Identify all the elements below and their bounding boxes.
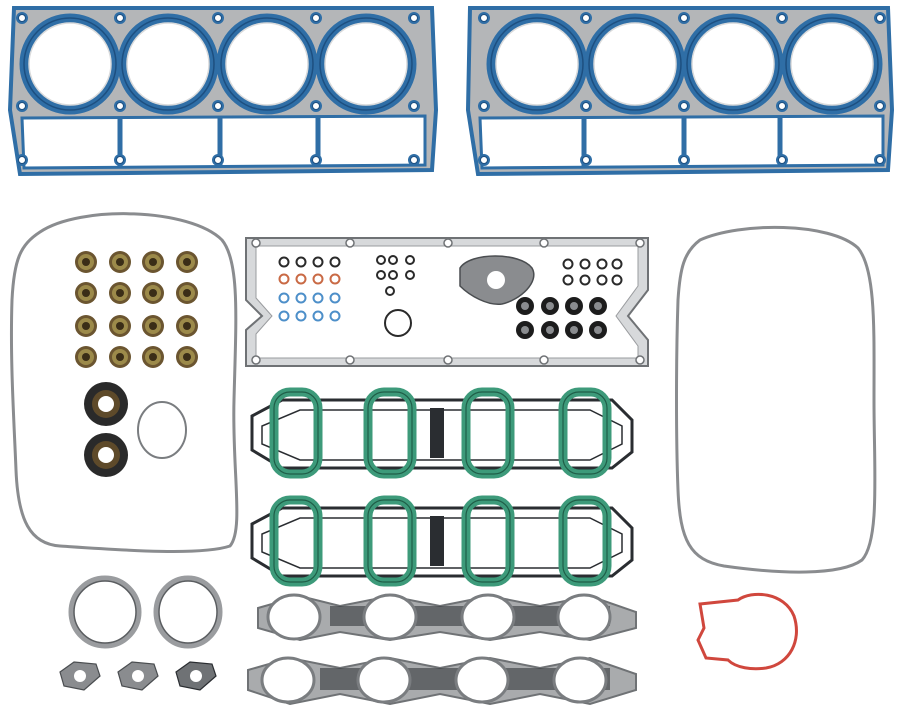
valve-cover-gasket-right	[675, 225, 877, 574]
thermostat-gasket-red	[696, 592, 798, 671]
head-gasket-left	[7, 6, 439, 177]
oil-seal-upper	[84, 382, 128, 426]
oil-seal-lower	[84, 433, 128, 477]
intake-manifold-gasket-lower	[250, 500, 634, 582]
intake-manifold-gasket-upper	[250, 392, 634, 474]
egr-gasket-3	[175, 661, 217, 691]
valley-cover-gasket-card	[245, 237, 649, 367]
valve-stem-seal-grid	[75, 251, 198, 368]
head-gasket-right	[465, 6, 895, 177]
exhaust-flange-ring-right	[153, 575, 223, 649]
o-ring-large	[137, 401, 187, 459]
exhaust-flange-ring-left	[68, 575, 142, 649]
egr-gasket-1	[59, 661, 101, 691]
egr-gasket-2	[117, 661, 159, 691]
exhaust-manifold-gasket-lower	[247, 656, 637, 706]
valve-cover-gasket-left	[9, 212, 239, 553]
exhaust-manifold-gasket-upper	[257, 593, 637, 642]
